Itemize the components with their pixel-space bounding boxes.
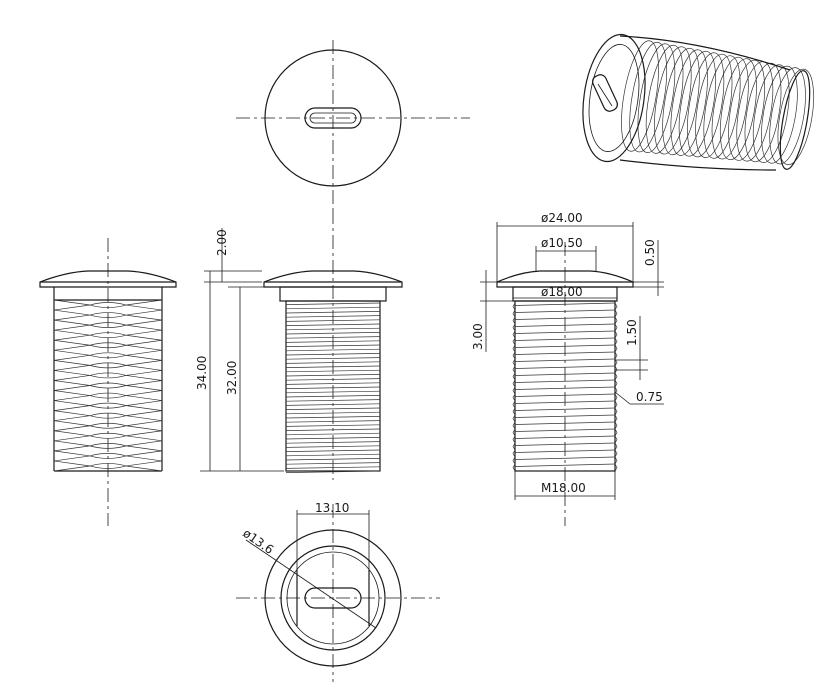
dim-flange-lip: 0.50 (643, 239, 657, 266)
dim-thread-spec: M18.00 (541, 481, 586, 495)
dim-total-length: 34.00 (195, 356, 209, 390)
dim-shank-diameter: ø18.00 (541, 285, 583, 299)
dim-head-height: 3.00 (471, 323, 485, 350)
side-view-right (480, 222, 664, 526)
isometric-view (582, 33, 815, 171)
dim-thread-pitch-1: 1.50 (625, 319, 639, 346)
top-view (236, 40, 470, 210)
dim-overall-diameter: ø24.00 (541, 211, 583, 225)
dimension-labels: ø24.00 ø10.50 ø18.00 0.50 3.00 1.50 0.75… (195, 211, 663, 557)
dim-head-thickness: 2.00 (215, 229, 229, 256)
dim-bottom-diameter: ø13.6 (240, 526, 276, 557)
dim-slot-diameter: ø10.50 (541, 236, 583, 250)
side-view-left (39, 238, 177, 526)
dim-bottom-width: 13.10 (315, 501, 349, 515)
dim-thread-pitch-2: 0.75 (636, 390, 663, 404)
dim-shank-length: 32.00 (225, 361, 239, 395)
side-view-middle (200, 210, 403, 480)
bottom-view (236, 504, 440, 682)
